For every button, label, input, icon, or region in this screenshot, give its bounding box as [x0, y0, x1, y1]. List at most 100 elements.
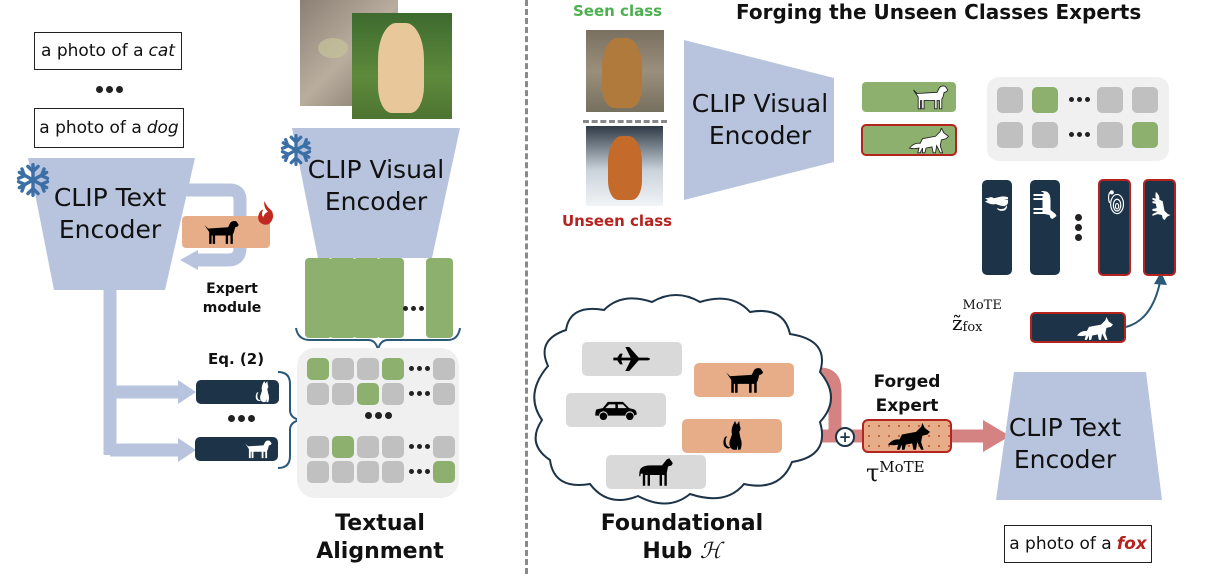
grid-cell: [332, 461, 354, 483]
match-cell: [1132, 122, 1158, 148]
horse-icon: [1032, 190, 1058, 220]
image-feature: [426, 258, 453, 338]
fox-icon: [907, 128, 951, 154]
image-embedding-fox: [861, 124, 957, 156]
grid-cell: [1032, 122, 1058, 148]
seen-class-label: Seen class: [573, 2, 663, 20]
dog-icon: [243, 439, 273, 459]
match-cell: [332, 436, 354, 458]
image-feature: [329, 258, 356, 338]
grid-cell: [307, 383, 329, 405]
grid-cell: [332, 383, 354, 405]
grid-cell: [307, 436, 329, 458]
text-encoder-label: CLIP Text Encoder: [1008, 413, 1122, 474]
text-encoder-label: CLIP Text Encoder: [53, 183, 167, 244]
image-feature: [377, 258, 404, 338]
car-icon: [594, 398, 638, 422]
ellipsis-dots: [403, 306, 424, 311]
ellipsis-dots: [1075, 214, 1082, 241]
match-cell: [382, 358, 404, 380]
prompt-prefix: a photo of a: [1009, 534, 1112, 554]
dog-photo: [352, 13, 452, 119]
image-feature: [353, 258, 380, 338]
text-embedding-fox: [1143, 179, 1176, 276]
visual-encoder-shape: [292, 128, 460, 258]
hub-expert-horse: [606, 455, 706, 489]
dog-icon: [202, 219, 240, 245]
foundational-hub-caption: Foundational Hub ℋ: [600, 511, 764, 564]
image-embedding-dog: [862, 82, 956, 112]
horse-icon: [637, 457, 675, 487]
ellipsis-dots: [409, 391, 430, 396]
ellipsis-dots: [1069, 97, 1090, 102]
ellipsis-dots: [1069, 132, 1090, 137]
fox-icon: [886, 423, 932, 451]
match-cell: [1032, 87, 1058, 113]
forged-expert-symbol: τMoTE: [866, 458, 925, 487]
fox-icon: [1074, 317, 1116, 341]
image-feature: [305, 258, 332, 338]
similarity-matrix: [987, 77, 1169, 161]
class-separator: [583, 120, 667, 123]
airplane-icon: [612, 345, 652, 373]
ellipsis-dots: [365, 412, 392, 419]
match-cell: [307, 358, 329, 380]
unseen-fox-photo: [586, 126, 663, 206]
cat-icon: [718, 421, 746, 451]
textual-alignment-caption: Textual Alignment: [316, 511, 444, 564]
visual-encoder-label: CLIP Visual Encoder: [691, 89, 829, 150]
hub-expert-airplane: [582, 342, 682, 376]
hub-expert-cat: [682, 419, 782, 453]
similarity-matrix: [297, 348, 459, 498]
prompt-word: fox: [1116, 534, 1147, 554]
grid-cell: [433, 358, 455, 380]
visual-encoder-shape: [684, 40, 834, 200]
grid-cell: [997, 87, 1023, 113]
dog-icon: [910, 84, 950, 110]
unseen-class-label: Unseen class: [562, 212, 673, 230]
text-embedding-dog: [195, 437, 278, 461]
match-cell: [433, 461, 455, 483]
grid-cell: [997, 122, 1023, 148]
grid-cell: [1132, 87, 1158, 113]
grid-cell: [1097, 87, 1123, 113]
ellipsis-dots: [409, 366, 430, 371]
forged-expert-label: Forged Expert: [873, 372, 941, 416]
seen-dog-photo: [586, 30, 664, 112]
grid-cell: [382, 436, 404, 458]
grid-cell: [357, 358, 379, 380]
flame-icon: [256, 200, 274, 226]
grid-cell: [433, 436, 455, 458]
grid-cell: [357, 436, 379, 458]
fox-text-embedding: [1030, 312, 1126, 343]
panel-title: Forging the Unseen Classes Experts: [736, 0, 1142, 24]
text-encoder-shape: [28, 158, 195, 290]
forged-expert: [862, 419, 952, 453]
cat-icon: [252, 381, 272, 403]
ellipsis-dots: [96, 86, 123, 93]
dog-icon: [722, 366, 766, 394]
grid-cell: [1097, 122, 1123, 148]
prompt-prefix: a photo of a: [39, 118, 142, 138]
ellipsis-dots: [409, 444, 430, 449]
grid-cell: [307, 461, 329, 483]
ellipsis-dots: [228, 415, 255, 422]
fox-assignment-arrow: [1125, 281, 1161, 328]
grid-cell: [332, 358, 354, 380]
prompt-word: cat: [148, 41, 175, 61]
panel-divider: [525, 0, 528, 574]
text-embedding-cat: [196, 380, 279, 404]
expert-module-label: Expert module: [202, 281, 262, 316]
text-embedding-horse: [1030, 180, 1060, 275]
prompt-prefix: a photo of a: [41, 41, 144, 61]
match-cell: [357, 383, 379, 405]
left-flow-arrows: [28, 128, 461, 469]
expert-module: [182, 216, 270, 248]
equation-label: Eq. (2): [208, 350, 265, 368]
text-encoder-shape: [996, 372, 1162, 500]
grid-cell: [382, 461, 404, 483]
